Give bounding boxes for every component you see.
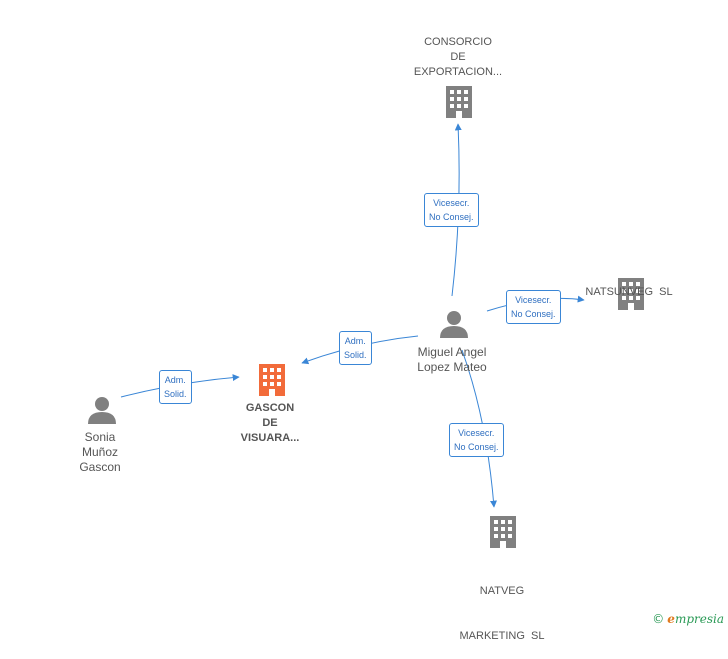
edge-label-sonia-gascon: Adm. Solid. <box>159 370 192 404</box>
copyright-icon: © <box>652 612 665 626</box>
edge-label-miguel-gascon: Adm. Solid. <box>339 331 372 365</box>
edge-label-miguel-natveg: Vicesecr. No Consej. <box>449 423 504 457</box>
node-label-natsunveg[interactable]: NATSUNVEG SL <box>585 286 673 298</box>
node-label-gascon[interactable]: GASCON DE VISUARA... <box>240 402 300 444</box>
brand-logo: ©empresia <box>652 612 724 626</box>
node-label-natveg[interactable]: NATVEG MARKETING SL <box>459 585 545 642</box>
edge-label-miguel-consorcio: Vicesecr. No Consej. <box>424 193 479 227</box>
relationship-graph <box>88 86 644 548</box>
building-main-icon <box>259 364 285 396</box>
node-label-miguel[interactable]: Miguel Angel Lopez Mateo <box>417 345 487 374</box>
person-icon <box>440 311 468 338</box>
node-label-sonia[interactable]: Sonia Muñoz Gascon <box>79 430 121 474</box>
node-label-consorcio[interactable]: CONSORCIO DE EXPORTACION... <box>413 36 503 78</box>
person-icon <box>88 397 116 424</box>
building-icon <box>446 86 472 118</box>
edge-label-miguel-natsunveg: Vicesecr. No Consej. <box>506 290 561 324</box>
building-icon <box>490 516 516 548</box>
building-icon <box>618 278 644 310</box>
